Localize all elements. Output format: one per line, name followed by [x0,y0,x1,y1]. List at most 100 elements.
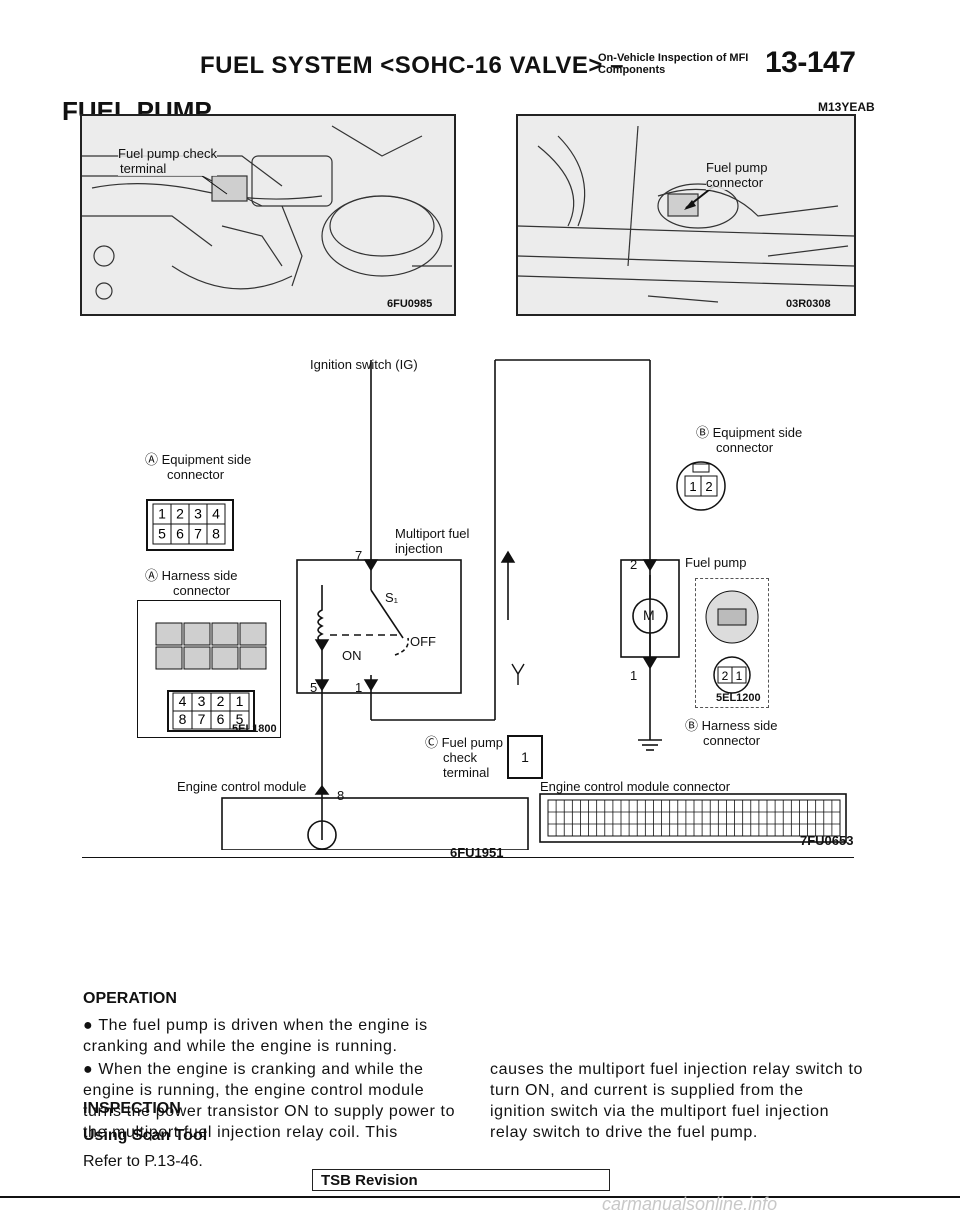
check-line1: Ⓒ Fuel pump [425,735,504,750]
tsb-revision-box: TSB Revision [312,1169,610,1191]
check-terminal-connector: 1 [507,735,543,779]
harness-a-label: Ⓐ Harness side connector [145,568,237,598]
relay-label-line1: Multiport fuel [395,526,470,541]
pin-1b-label: 1 [630,668,638,683]
connector-code: 7FU0653 [800,833,854,848]
connector-pin-number: 5 [158,525,166,541]
harness-b-line1: Ⓑ Harness side [685,718,778,733]
fuel-pump-label: Fuel pump [685,555,747,570]
operation-bullet-1-text: The fuel pump is driven when the engine … [83,1017,428,1055]
fuel-tank-illustration [518,116,854,314]
operation-bullet-1: ● The fuel pump is driven when the engin… [83,1015,455,1057]
equipment-a-line2: connector [167,467,225,482]
connector-pin-number: 8 [212,525,220,541]
connector-pin-number: 7 [194,525,202,541]
relay-coil [317,585,324,670]
bullet-icon: ● [83,1017,99,1034]
power-transistor-icon [307,820,337,850]
relay-switch-arm [370,589,404,639]
operation-bullet-2-text: When the engine is cranking and while th… [83,1061,863,1141]
connector-pin-number: 6 [217,711,225,727]
ignition-switch-label: Ignition switch (IG) [310,357,418,372]
switch-label: S₁ [385,590,399,605]
photo-left-label-line1: Fuel pump check [118,146,217,161]
photo-left-code: 6FU0985 [387,298,433,310]
conn-b-equip-pin-2: 2 [705,479,712,494]
header-subsection: On-Vehicle Inspection of MFI Components [598,52,748,76]
header-sub-line1: On-Vehicle Inspection of MFI [598,52,749,64]
pin-2-label: 2 [630,557,638,572]
equipment-b-line1: Ⓑ Equipment side [696,425,803,440]
photo-right-label-line1: Fuel pump [706,160,768,175]
conn-b-equip-pin-1: 1 [689,479,696,494]
harness-b-line2: connector [703,733,761,748]
current-arrow [500,550,516,563]
pin-5-label: 5 [310,680,318,695]
harness-a-line1: Ⓐ Harness side [145,568,238,583]
watermark: carmanualsonline.info [602,1194,778,1214]
relay-label: Multiport fuel injection [395,526,469,556]
connector-pin-number: 2 [176,505,184,521]
ecm-connector-outline [539,793,847,843]
equipment-b-line2: connector [716,440,774,455]
photo-right-code: 03R0308 [786,298,831,310]
connector-pin-number: 4 [179,693,187,709]
conn-b-harness-pin-1: 1 [736,669,743,683]
connector-pin-cell [206,523,226,545]
motor-label: M [643,607,655,623]
connector-pin-number: 3 [198,693,206,709]
relay-box [296,559,462,694]
connector-pin-number: 5 [236,711,244,727]
photo-right-label-line2: connector [706,175,764,190]
check-line3: terminal [443,765,490,780]
scan-tool-heading: Using Scan Tool [83,1127,208,1144]
ecm-box [221,797,529,850]
check-terminal-label: Ⓒ Fuel pump check terminal [425,735,503,780]
equipment-a-label: Ⓐ Equipment side connector [145,452,251,482]
connector-b-equipment: 1 2 [673,458,729,519]
connector-pin-number: 8 [179,711,187,727]
pin-1-label: 1 [355,680,363,695]
photo-left-label-line2: terminal [120,161,167,176]
equipment-b-label: Ⓑ Equipment side connector [696,425,802,455]
bullet-icon: ● [83,1061,99,1078]
connector-pin-number: 7 [198,711,206,727]
harness-a-code: 5EL1800 [232,723,277,735]
connector-pin-number: 1 [236,693,244,709]
header-section: FUEL SYSTEM <SOHC-16 VALVE> – [200,52,624,79]
pin-7-label: 7 [355,548,363,563]
photo-fuel-pump-check-terminal: Fuel pump check terminal 6FU0985 [80,114,456,316]
connector-pin-number: 2 [217,693,225,709]
ecm-connector-label: Engine control module connector [540,779,731,794]
connector-pin-number: 1 [158,505,166,521]
on-label: ON [342,648,362,663]
equipment-a-line1: Ⓐ Equipment side [145,452,252,467]
footer-line [0,1196,960,1198]
divider-line [82,857,854,858]
pin-8-marker [314,784,330,795]
off-label: OFF [410,634,436,649]
connector-pin-number: 6 [176,525,184,541]
connector-pin-cell [229,710,250,730]
page-number: 13-147 [765,46,856,79]
harness-b-code: 5EL1200 [716,692,761,704]
relay-label-line2: injection [395,541,443,556]
photo-left-label: Fuel pump check terminal [118,146,217,176]
ecm-label: Engine control module [177,779,307,794]
photo-fuel-pump-connector: Fuel pump connector 03R0308 [516,114,856,316]
connector-pin-number: 3 [194,505,202,521]
harness-a-line2: connector [173,583,231,598]
operation-bullet-2: ● When the engine is cranking and while … [83,1059,863,1147]
photo-right-label: Fuel pump connector [706,160,768,190]
operation-heading: OPERATION [83,990,177,1007]
check-line2: check [443,750,477,765]
connector-pin-number: 4 [212,505,220,521]
refer-text: Refer to P.13-46. [83,1153,203,1170]
conn-b-harness-pin-2: 2 [722,669,729,683]
circuit-diagram [221,359,847,850]
pin-8-label: 8 [337,788,345,803]
harness-b-image: 2 1 5EL1200 [695,578,769,708]
inspection-heading: INSPECTION [83,1100,181,1117]
